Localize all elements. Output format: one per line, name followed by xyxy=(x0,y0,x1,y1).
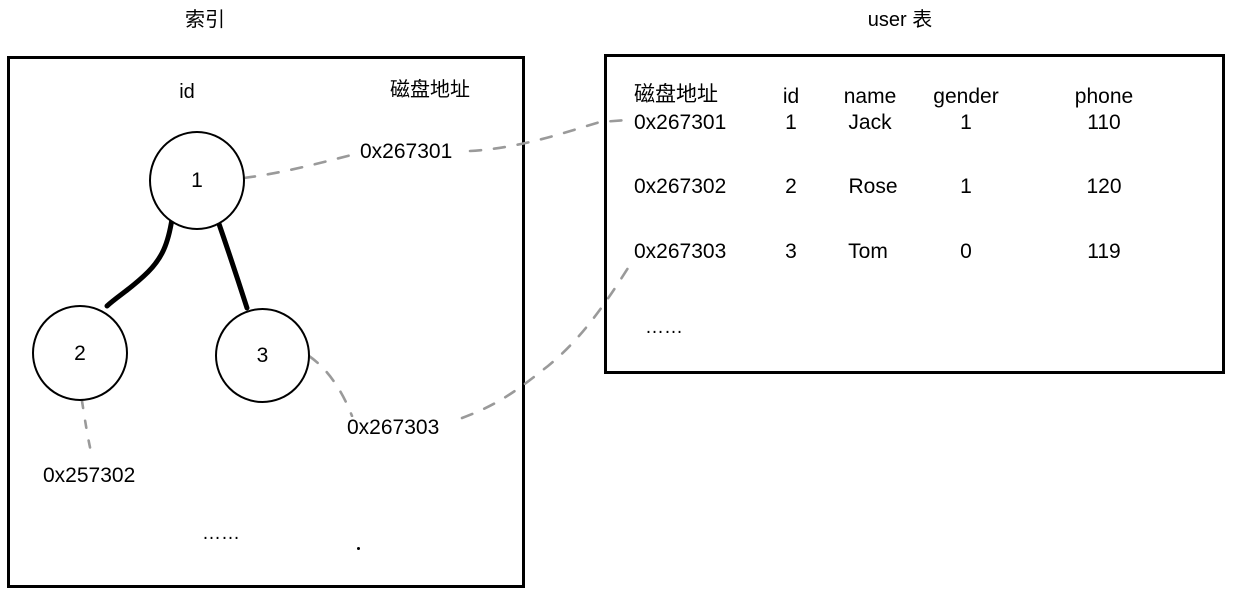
user-table-row-3-gender: 0 xyxy=(960,240,972,263)
user-table-header-name: name xyxy=(843,85,897,108)
user-table-row-3-id: 3 xyxy=(785,240,797,263)
user-table-row-1-name: Jack xyxy=(848,111,892,134)
user-table-header-disk-address: 磁盘地址 xyxy=(634,83,718,106)
user-table-row-1-disk-address: 0x267301 xyxy=(634,111,727,134)
index-node-2[interactable]: 2 xyxy=(32,305,128,401)
user-table-row-2-gender: 1 xyxy=(960,175,972,198)
user-table-ellipsis: …… xyxy=(645,317,683,338)
user-table-row-1-phone: 110 xyxy=(1087,111,1121,134)
user-table-row-1-gender: 1 xyxy=(960,111,972,134)
user-table-row-3-phone: 119 xyxy=(1087,240,1121,263)
user-table-row-2-disk-address: 0x267302 xyxy=(634,175,727,198)
user-table-row-2-phone: 120 xyxy=(1086,175,1122,198)
user-table-frame xyxy=(604,54,1225,374)
index-address-label-0x257302: 0x257302 xyxy=(41,464,138,487)
index-stray-dot xyxy=(357,547,360,550)
index-node-1[interactable]: 1 xyxy=(149,131,245,230)
user-table-row-3-disk-address: 0x267303 xyxy=(634,240,727,263)
user-table-row-3-name: Tom xyxy=(848,240,888,263)
index-column-header-id: id xyxy=(179,81,195,103)
user-table-row-2-name: Rose xyxy=(848,175,898,198)
user-table-header-id: id xyxy=(782,85,800,108)
index-address-label-0x267301: 0x267301 xyxy=(358,140,455,163)
user-table-header-gender: gender xyxy=(933,85,999,108)
index-ellipsis: …… xyxy=(202,523,240,544)
index-address-label-0x267303: 0x267303 xyxy=(345,416,442,439)
index-panel-title: 索引 xyxy=(185,9,225,31)
index-node-3[interactable]: 3 xyxy=(215,308,310,403)
user-table-row-1-id: 1 xyxy=(785,111,797,134)
user-table-row-2-id: 2 xyxy=(785,175,797,198)
user-table-panel-title: user 表 xyxy=(867,9,933,31)
user-table-header-phone: phone xyxy=(1074,85,1134,108)
index-column-header-disk-address: 磁盘地址 xyxy=(390,79,470,101)
